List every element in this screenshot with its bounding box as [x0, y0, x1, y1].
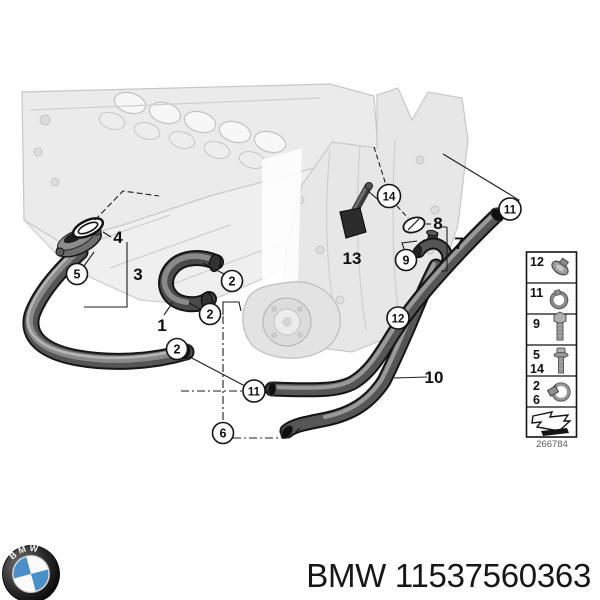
callout-label-3: 3 — [133, 265, 142, 284]
callout-label-10: 10 — [425, 368, 444, 387]
legend-table: 12 11 9 5 14 — [525, 251, 578, 450]
callout-label-4: 4 — [113, 228, 123, 247]
svg-text:9: 9 — [403, 254, 410, 268]
legend-row-5-14: 5 14 — [530, 347, 569, 376]
callout-circle-2c: 2 — [165, 337, 189, 361]
stud-bolt-icon — [553, 347, 569, 374]
callout-label-7: 7 — [454, 234, 463, 253]
diagram-number: 266784 — [536, 439, 568, 450]
legend-row-arrow — [531, 411, 572, 436]
legend-row-9: 9 — [533, 311, 567, 341]
sensor-part-13 — [339, 182, 373, 239]
svg-text:12: 12 — [392, 314, 405, 326]
callout-circle-11a: 11 — [498, 197, 522, 221]
part-number-text: BMW 11537560363 — [306, 557, 591, 594]
hose-clamp-tilted-icon — [551, 257, 570, 276]
engine-illustration — [21, 83, 469, 359]
svg-text:2: 2 — [229, 275, 236, 289]
o-ring-part-8 — [402, 216, 426, 234]
svg-text:2: 2 — [207, 308, 214, 322]
callouts: 5 2 2 2 14 9 11 11 12 6 4 3 1 13 8 7 10 — [65, 183, 522, 445]
svg-text:12: 12 — [530, 255, 544, 269]
o-ring-part-4 — [71, 217, 105, 239]
legend-row-11: 11 — [530, 286, 569, 310]
hex-bolt-icon — [553, 311, 567, 341]
callout-label-8: 8 — [433, 214, 442, 233]
svg-text:11: 11 — [248, 387, 261, 399]
svg-text:11: 11 — [504, 205, 517, 217]
legend-row-12: 12 — [530, 255, 570, 276]
svg-text:14: 14 — [383, 192, 396, 204]
callout-circle-2b: 2 — [198, 302, 222, 326]
svg-text:11: 11 — [530, 286, 543, 300]
callout-label-1: 1 — [157, 316, 166, 335]
svg-text:14: 14 — [530, 362, 544, 376]
bmw-logo: BMW — [2, 540, 60, 600]
svg-text:2: 2 — [174, 343, 181, 357]
callout-circle-12: 12 — [386, 306, 410, 330]
callout-circle-14: 14 — [376, 183, 402, 209]
callout-circle-9: 9 — [394, 248, 418, 272]
callout-circle-5: 5 — [65, 262, 89, 286]
legend-row-2-6: 2 6 — [533, 379, 571, 407]
svg-text:2: 2 — [533, 379, 540, 393]
svg-text:5: 5 — [74, 268, 81, 282]
callout-circle-2a: 2 — [220, 269, 244, 293]
direction-arrow-icon — [531, 411, 572, 432]
svg-text:6: 6 — [533, 393, 540, 407]
water-pump-faded — [242, 281, 341, 359]
hose-part-12 — [264, 207, 505, 398]
worm-clamp-icon — [546, 382, 571, 402]
leader-lines — [83, 146, 520, 439]
spring-clamp-icon — [549, 289, 569, 310]
svg-text:5: 5 — [533, 348, 540, 362]
callout-label-13: 13 — [343, 249, 362, 268]
svg-text:9: 9 — [533, 317, 540, 331]
callout-circle-6: 6 — [211, 421, 235, 445]
svg-text:6: 6 — [220, 427, 227, 441]
callout-circle-11b: 11 — [242, 379, 266, 403]
